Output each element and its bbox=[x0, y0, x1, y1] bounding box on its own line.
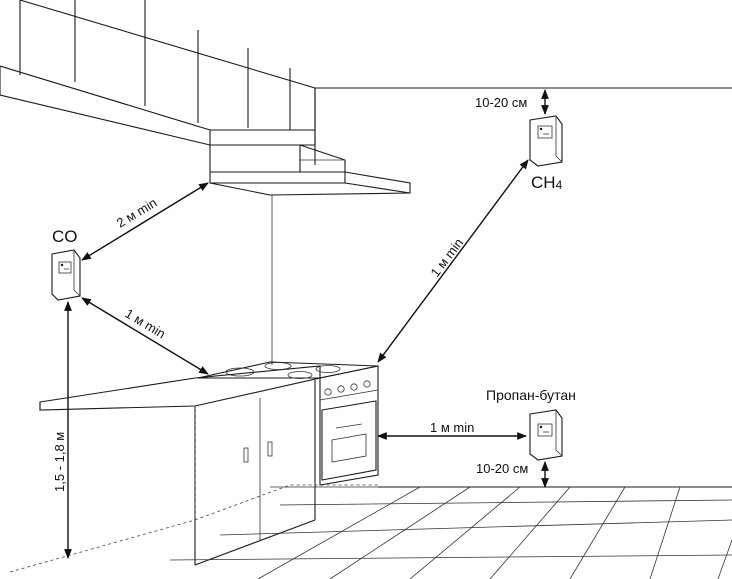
ch4-stove-arrow bbox=[377, 159, 529, 363]
upper-cabinets bbox=[0, 0, 316, 146]
ch4-label-main: CH bbox=[531, 173, 556, 192]
ch4-stove-dimension: 1 м min bbox=[427, 235, 466, 279]
propane-detector bbox=[529, 409, 563, 461]
co-height-dimension: 1,5 - 1,8 м bbox=[52, 432, 67, 492]
ch4-label: CH4 bbox=[531, 173, 563, 192]
range-hood bbox=[209, 144, 411, 196]
co-detector bbox=[51, 249, 81, 301]
stove bbox=[197, 361, 379, 486]
co-label: CO bbox=[52, 227, 78, 246]
co-hood-dimension: 2 м min bbox=[114, 195, 160, 231]
ch4-ceiling-dimension: 10-20 см bbox=[475, 95, 527, 110]
propane-floor-dimension: 10-20 см bbox=[476, 461, 528, 476]
ch4-label-sub: 4 bbox=[556, 178, 563, 192]
propane-label: Пропан-бутан bbox=[486, 387, 576, 403]
co-hood-arrow bbox=[81, 182, 209, 261]
propane-stove-dimension: 1 м min bbox=[430, 420, 474, 435]
floor-tiles bbox=[169, 486, 732, 579]
co-stove-arrow bbox=[81, 297, 209, 375]
ch4-detector bbox=[529, 115, 563, 167]
